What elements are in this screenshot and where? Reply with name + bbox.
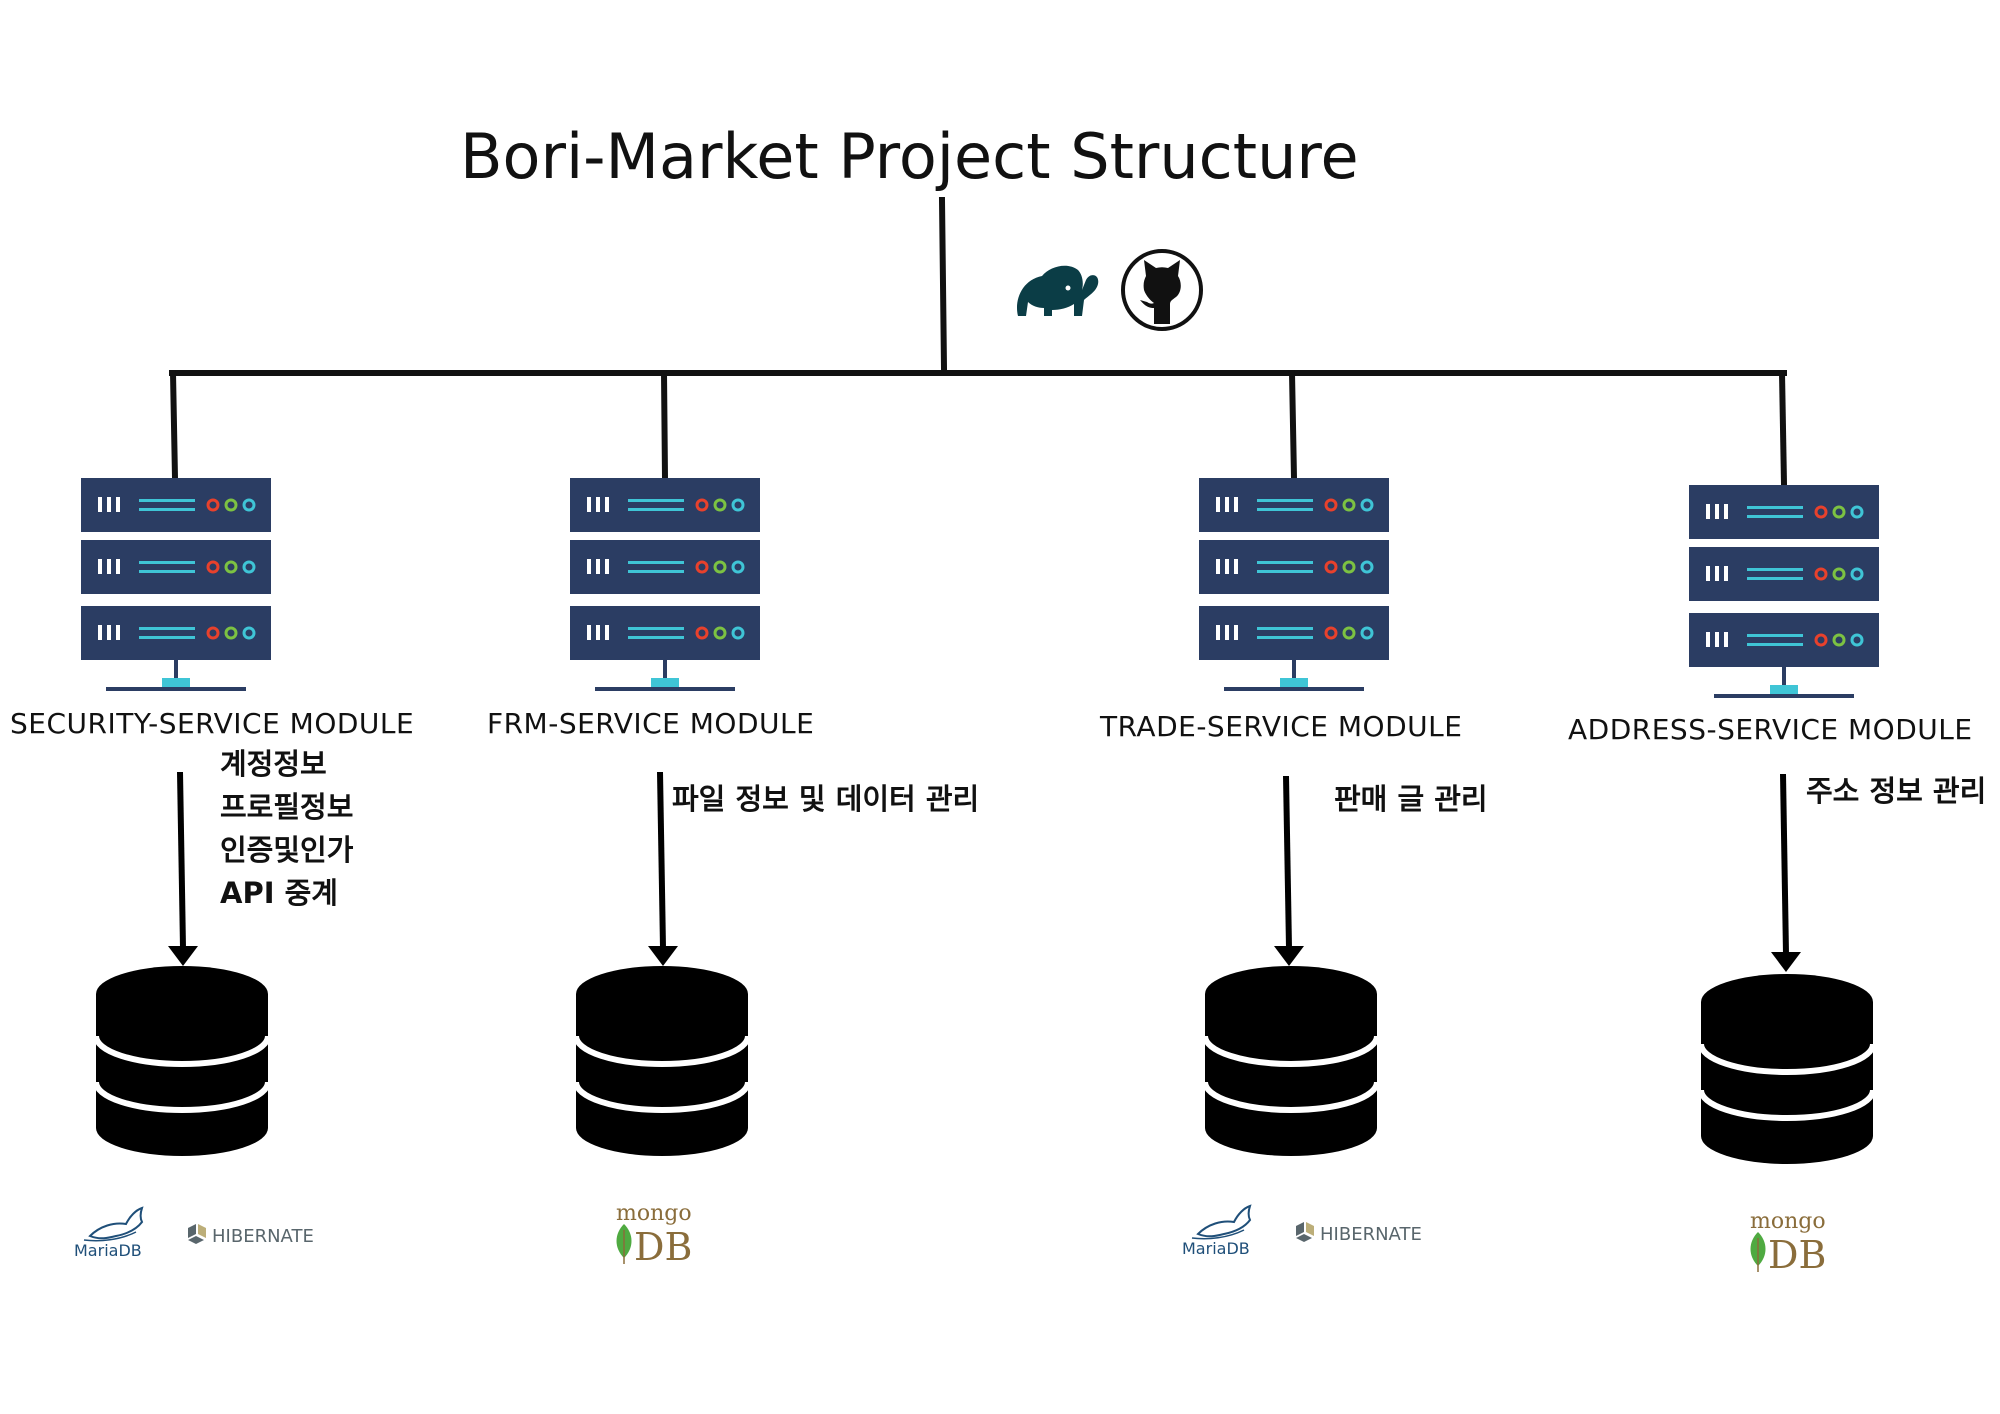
description-line: API 중계 [220, 876, 338, 910]
mariadb-logo: MariaDB [74, 1206, 144, 1260]
mariadb-text: MariaDB [1182, 1239, 1250, 1258]
description-line: 계정정보 [220, 747, 327, 781]
hibernate-logo: HIBERNATE [1296, 1222, 1422, 1245]
server-stand [174, 660, 178, 680]
server-base-line [1224, 687, 1364, 691]
server-unit [1199, 478, 1389, 532]
server-connector [1280, 678, 1308, 688]
logos-trade: MariaDB HIBERNATE [1182, 1204, 1422, 1258]
arrow-security [168, 771, 198, 966]
server-unit [1199, 606, 1389, 660]
drop-line-address [1778, 369, 1788, 488]
server-rack-address [1689, 485, 1879, 698]
server-base-line [595, 687, 735, 691]
server-rack-security [81, 478, 271, 691]
module-description-trade: 판매 글 관리 [1334, 778, 1488, 821]
server-unit [1689, 547, 1879, 601]
server-base-line [1714, 694, 1854, 698]
server-unit [81, 540, 271, 594]
logos-frm: mongo DB [616, 1201, 692, 1269]
server-unit [81, 606, 271, 660]
title-stem-line [938, 196, 948, 372]
server-unit [1689, 613, 1879, 667]
server-connector [1770, 685, 1798, 695]
server-rack-frm [570, 478, 760, 691]
server-unit [570, 478, 760, 532]
drop-line-frm [660, 369, 669, 482]
server-stand [1292, 660, 1296, 680]
mongodb-logo: mongo DB [1750, 1209, 1826, 1277]
hibernate-logo: HIBERNATE [188, 1224, 314, 1247]
module-label-security: SECURITY-SERVICE MODULE [10, 707, 415, 740]
server-unit [1689, 485, 1879, 539]
drop-line-trade [1288, 369, 1298, 482]
description-line: 판매 글 관리 [1334, 782, 1488, 816]
server-unit [570, 606, 760, 660]
server-unit [570, 540, 760, 594]
server-racks [81, 478, 1879, 698]
hibernate-text: HIBERNATE [1320, 1224, 1422, 1245]
description-line: 프로필정보 [220, 790, 354, 824]
github-octocat-icon [1121, 249, 1203, 331]
connector-lines [169, 196, 1788, 488]
gradle-elephant-icon [1017, 265, 1099, 316]
mongodb-text-bottom: DB [634, 1225, 692, 1269]
server-unit [81, 478, 271, 532]
description-line: 주소 정보 관리 [1806, 774, 1987, 808]
mariadb-logo: MariaDB [1182, 1204, 1252, 1258]
database-cylinders [93, 966, 1876, 1164]
arrow-frm [648, 771, 678, 966]
server-unit [1199, 540, 1389, 594]
description-line: 인증및인가 [220, 833, 354, 867]
description-line: 파일 정보 및 데이터 관리 [672, 782, 980, 816]
module-description-address: 주소 정보 관리 [1806, 770, 1986, 813]
page-title: Bori-Market Project Structure [460, 120, 1359, 193]
db-arrows [168, 771, 1801, 972]
database-cylinder-security [93, 966, 271, 1156]
mongodb-text-top: mongo [1750, 1209, 1826, 1234]
server-rack-trade [1199, 478, 1389, 691]
drop-line-security [169, 369, 179, 482]
arrow-address [1771, 773, 1801, 972]
module-label-trade: TRADE-SERVICE MODULE [1100, 710, 1463, 743]
module-label-frm: FRM-SERVICE MODULE [487, 707, 815, 740]
module-description-security: 계정정보 프로필정보 인증및인가 API 중계 [220, 743, 353, 915]
logos-security: MariaDB HIBERNATE [74, 1206, 314, 1260]
arrow-trade [1274, 775, 1304, 966]
mariadb-text: MariaDB [74, 1241, 142, 1260]
server-stand [663, 660, 667, 680]
mongodb-text-bottom: DB [1768, 1233, 1826, 1277]
mongodb-logo: mongo DB [616, 1201, 692, 1269]
server-connector [651, 678, 679, 688]
server-stand [1782, 667, 1786, 687]
database-cylinder-address [1698, 974, 1876, 1164]
mongodb-text-top: mongo [616, 1201, 692, 1226]
logos-address: mongo DB [1750, 1209, 1826, 1277]
module-label-address: ADDRESS-SERVICE MODULE [1568, 713, 1973, 746]
database-cylinder-frm [573, 966, 751, 1156]
server-base-line [106, 687, 246, 691]
module-description-frm: 파일 정보 및 데이터 관리 [672, 778, 979, 821]
hibernate-text: HIBERNATE [212, 1226, 314, 1247]
database-cylinder-trade [1202, 966, 1380, 1156]
server-connector [162, 678, 190, 688]
